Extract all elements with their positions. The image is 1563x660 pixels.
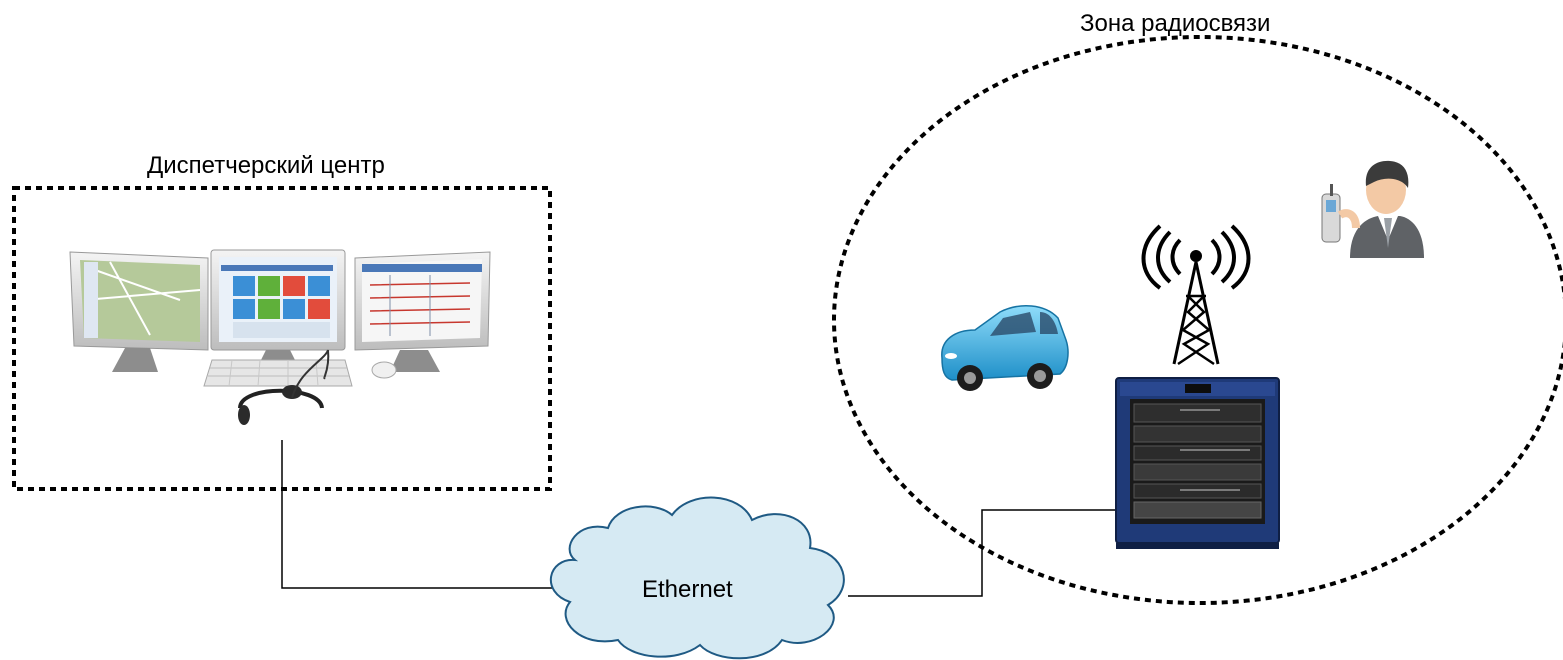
link-ethernet-to-rack (848, 509, 1118, 597)
radio-tower-icon (1141, 224, 1251, 366)
monitor-icon (210, 249, 346, 362)
monitor-icon (69, 251, 209, 372)
radio-zone-label: Зона радиосвязи (1080, 10, 1271, 37)
monitor-icon (354, 251, 491, 372)
person-with-radio-icon (1321, 160, 1424, 258)
cloud-icon (550, 496, 845, 660)
mouse-icon (371, 361, 397, 379)
dispatch-center-label: Диспетчерский центр (147, 152, 385, 179)
link-dispatch-to-ethernet (281, 440, 560, 589)
keyboard-icon (203, 359, 353, 387)
ethernet-label: Ethernet (642, 576, 733, 603)
server-rack-icon (1115, 377, 1280, 549)
radio-zone-boundary (832, 35, 1563, 605)
headset-icon (238, 349, 330, 425)
car-icon (941, 305, 1069, 391)
dispatcher-workstation-icon (69, 249, 491, 425)
